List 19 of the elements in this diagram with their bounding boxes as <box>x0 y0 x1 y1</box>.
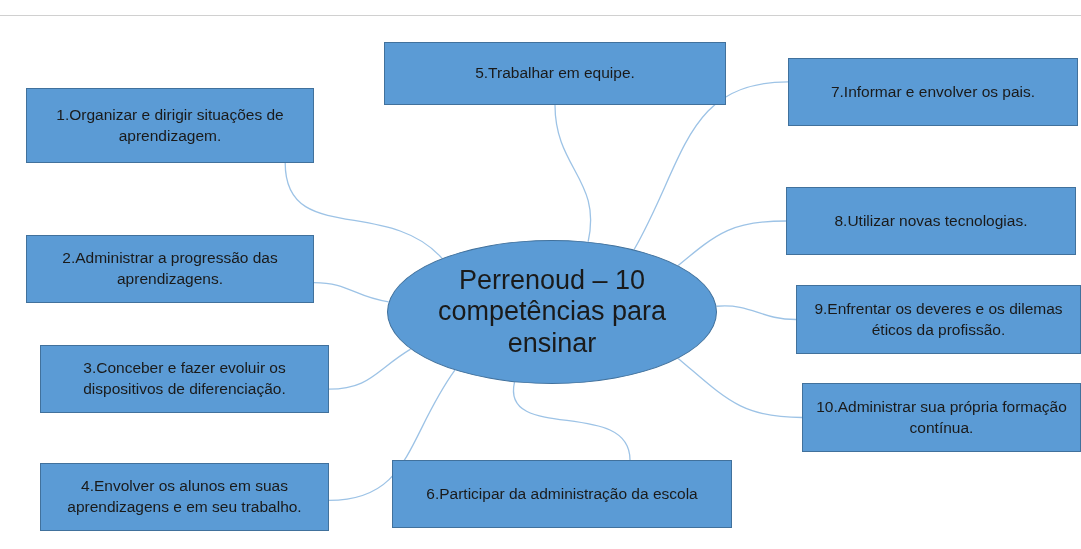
connector-line <box>284 162 443 259</box>
connector-line <box>328 369 456 502</box>
topic-box: 4.Envolver os alunos em suas aprendizagens e em seu trabalho. <box>40 463 329 531</box>
connector-line <box>677 220 787 267</box>
connector-line <box>677 357 803 419</box>
topic-box: 10.Administrar sua própria formação contínua. <box>802 383 1081 452</box>
topic-box: 9.Enfrentar os deveres e os dilemas éticos da profissão. <box>796 285 1081 354</box>
topic-box: 3.Conceber e fazer evoluir os dispositivos de diferenciação. <box>40 345 329 413</box>
topic-box: 6.Participar da administração da escola <box>392 460 732 528</box>
topic-box: 5.Trabalhar em equipe. <box>384 42 726 105</box>
connector-line <box>313 281 390 303</box>
central-ellipse: Perrenoud – 10 competências para ensinar <box>387 240 717 384</box>
topic-box: 8.Utilizar novas tecnologias. <box>786 187 1076 255</box>
topic-box: 7.Informar e envolver os pais. <box>788 58 1078 126</box>
topic-box: 1.Organizar e dirigir situações de aprendizagem. <box>26 88 314 163</box>
topic-box: 2.Administrar a progressão das aprendizagens. <box>26 235 314 303</box>
connector-line <box>715 305 797 321</box>
connector-line <box>328 348 412 390</box>
connector-line <box>633 81 789 251</box>
